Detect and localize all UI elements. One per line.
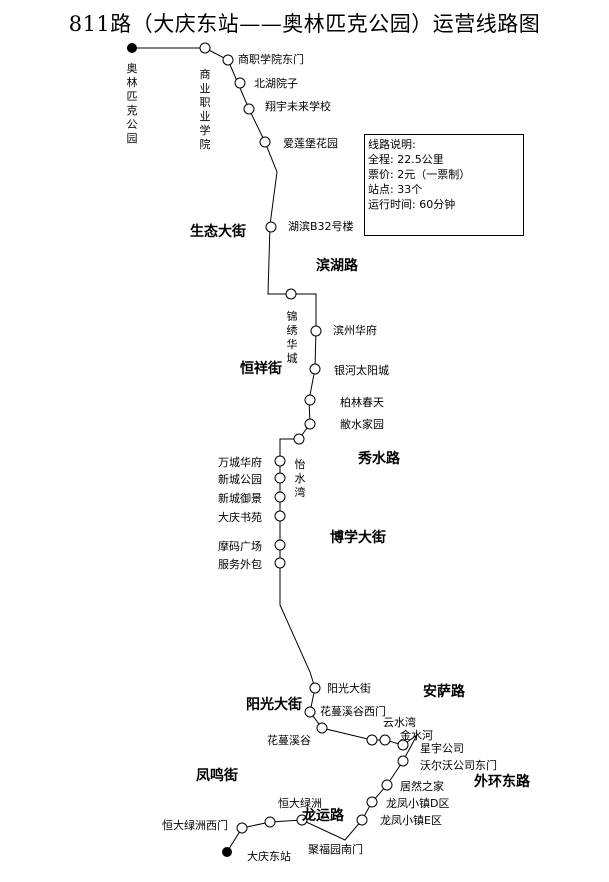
stop-label: 柏林春天 xyxy=(340,395,384,409)
stop-label: 滨州华府 xyxy=(333,323,377,337)
stop-label: 龙凤小镇E区 xyxy=(380,813,442,827)
stop-label: 恒大绿洲西门 xyxy=(162,818,228,832)
stop-label: 星宇公司 xyxy=(420,742,464,755)
info-heading: 线路说明: xyxy=(368,138,416,151)
stop-marker xyxy=(381,779,393,791)
stop-label: 恒大绿洲 xyxy=(278,796,322,810)
page-title: 811路（大庆东站——奥林匹克公园）运营线路图 xyxy=(68,12,541,36)
terminal-start-label: 奥林匹克公园 xyxy=(127,61,138,145)
stop-label: 北湖院子 xyxy=(254,76,298,90)
stop-label: 大庆书苑 xyxy=(218,510,262,524)
stop-label: 新城公园 xyxy=(218,472,262,486)
stop-marker xyxy=(234,77,246,89)
stop-label: 怡水湾 xyxy=(295,457,306,499)
stop-marker xyxy=(304,418,316,430)
stop-label: 龙凤小镇D区 xyxy=(386,796,449,810)
stop-label: 聚福园南门 xyxy=(308,842,363,856)
stop-marker xyxy=(274,491,286,503)
terminal-start-dot xyxy=(127,43,137,53)
stop-label: 万城华府 xyxy=(218,455,262,469)
stop-marker xyxy=(264,816,276,828)
stop-label: 金水河 xyxy=(400,728,433,742)
stop-label: 花蔓溪谷西门 xyxy=(320,704,386,718)
stop-marker xyxy=(316,722,328,734)
stop-label: 摩码广场 xyxy=(218,539,262,553)
stop-label: 爱莲堡花园 xyxy=(283,136,338,150)
stop-marker xyxy=(366,734,378,746)
stop-marker xyxy=(296,814,308,826)
stop-marker xyxy=(274,557,286,569)
stop-marker xyxy=(236,822,248,834)
road-label: 恒祥街 xyxy=(240,360,282,377)
info-stops: 站点: 33个 xyxy=(368,183,423,196)
route-line xyxy=(132,47,418,853)
stop-label: 翔宇未来学校 xyxy=(265,99,331,113)
stop-label: 居然之家 xyxy=(400,779,444,793)
stop-markers xyxy=(199,42,409,834)
stop-label: 商职学院东门 xyxy=(238,52,304,66)
stop-marker xyxy=(285,288,297,300)
road-label: 生态大街 xyxy=(190,223,246,240)
info-length: 全程: 22.5公里 xyxy=(368,153,444,166)
terminal-end-label: 大庆东站 xyxy=(247,849,291,863)
stop-label: 阳光大街 xyxy=(327,681,371,695)
stop-label: 湖滨B32号楼 xyxy=(288,219,354,233)
stop-label: 商业职业学院 xyxy=(200,67,211,151)
stop-marker xyxy=(259,136,271,148)
stop-marker xyxy=(356,814,368,826)
info-hours: 运行时间: 60分钟 xyxy=(368,198,456,211)
stop-marker xyxy=(310,325,322,337)
stop-marker xyxy=(366,796,378,808)
stop-label: 沃尔沃公司东门 xyxy=(420,758,497,772)
stop-label: 新城御景 xyxy=(218,491,262,505)
stop-marker xyxy=(274,510,286,522)
stop-marker xyxy=(243,103,255,115)
road-label: 博学大街 xyxy=(330,529,386,546)
road-label: 安萨路 xyxy=(423,683,466,700)
road-label: 秀水路 xyxy=(357,450,401,467)
stop-marker xyxy=(397,739,409,751)
stop-marker xyxy=(304,394,316,406)
stop-marker xyxy=(397,755,409,767)
stop-marker xyxy=(222,54,234,66)
stop-marker xyxy=(274,539,286,551)
stop-label: 锦绣华城 xyxy=(287,309,298,365)
stop-marker xyxy=(199,42,211,54)
stop-marker xyxy=(274,455,286,467)
stop-marker xyxy=(379,734,391,746)
stop-marker xyxy=(304,706,316,718)
road-label: 外环东路 xyxy=(474,773,531,790)
road-label: 凤鸣街 xyxy=(196,767,238,784)
stop-label: 敝水家园 xyxy=(340,417,384,431)
stop-label: 花蔓溪谷 xyxy=(267,733,311,747)
stop-label: 服务外包 xyxy=(218,558,262,571)
stop-label: 云水湾 xyxy=(383,715,416,729)
stop-marker xyxy=(309,682,321,694)
stop-marker xyxy=(265,221,277,233)
road-label: 滨湖路 xyxy=(316,257,359,274)
road-label: 龙运路 xyxy=(301,807,345,824)
terminal-end-dot xyxy=(222,847,232,857)
road-label: 阳光大街 xyxy=(246,696,302,713)
route-info-box: 线路说明: 全程: 22.5公里 票价: 2元（一票制） 站点: 33个 运行时… xyxy=(364,134,524,236)
stop-marker xyxy=(274,472,286,484)
stop-marker xyxy=(293,433,305,445)
stop-label: 银河太阳城 xyxy=(334,363,389,377)
info-fare: 票价: 2元（一票制） xyxy=(368,168,471,181)
stop-marker xyxy=(309,363,321,375)
